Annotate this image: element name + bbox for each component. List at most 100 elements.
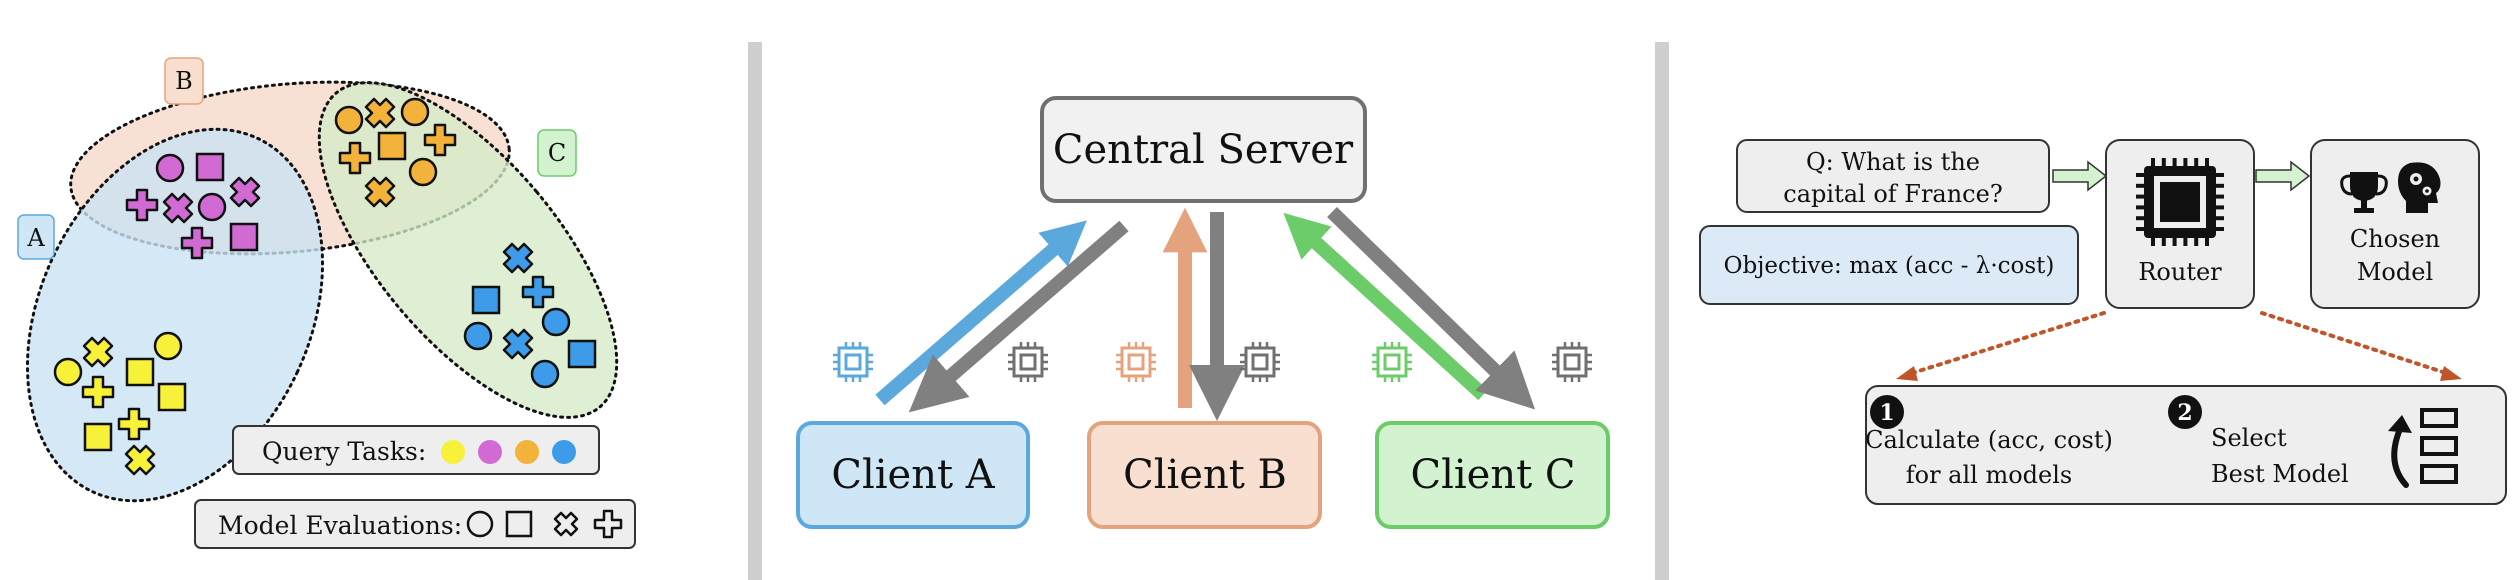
svg-text:Objective: max (acc - λ·cost): Objective: max (acc - λ·cost) bbox=[1724, 253, 2055, 279]
circle-shape-icon bbox=[466, 510, 494, 538]
step1-badge bbox=[1870, 395, 1904, 429]
svg-text:Calculate (acc, cost): Calculate (acc, cost) bbox=[1865, 426, 2113, 454]
task-color-yellow bbox=[441, 440, 465, 464]
plus-data-point bbox=[117, 407, 151, 441]
cross-data-point bbox=[124, 444, 156, 476]
square-data-point bbox=[471, 285, 501, 315]
circle-data-point bbox=[197, 192, 227, 222]
data-points bbox=[53, 97, 597, 476]
svg-text:Model: Model bbox=[2357, 258, 2433, 286]
chip-icon bbox=[1116, 342, 1156, 382]
plus-data-point bbox=[521, 275, 555, 309]
square-data-point bbox=[125, 357, 155, 387]
task-color-blue bbox=[552, 440, 576, 464]
square-data-point bbox=[157, 382, 187, 412]
circle-data-point bbox=[530, 359, 560, 389]
cross-shape-icon bbox=[553, 511, 579, 537]
panel-divider-left bbox=[748, 42, 762, 580]
download-arrow-client-a bbox=[908, 220, 1129, 413]
svg-text:Query Tasks:: Query Tasks: bbox=[262, 437, 426, 466]
federated-panel: Central Server Client A Client B Client … bbox=[796, 96, 1610, 529]
plus-data-point bbox=[81, 375, 115, 409]
download-arrow-client-c bbox=[1327, 206, 1536, 410]
svg-text:capital of France?: capital of France? bbox=[1783, 180, 2002, 208]
steps-box: 1 Calculate (acc, cost) for all models 2… bbox=[1865, 385, 2507, 505]
objective-box: Objective: max (acc - λ·cost) bbox=[1699, 225, 2079, 305]
square-data-point bbox=[567, 339, 597, 369]
svg-text:Router: Router bbox=[2138, 258, 2222, 286]
router-to-step1-arrow bbox=[1904, 311, 2106, 377]
legend-query-tasks: Query Tasks: bbox=[232, 425, 600, 475]
svg-text:Client A: Client A bbox=[831, 452, 995, 498]
router-to-step2-arrow bbox=[2260, 311, 2454, 377]
cross-data-point bbox=[82, 336, 114, 368]
square-shape-icon bbox=[505, 510, 533, 538]
svg-text:for all models: for all models bbox=[1906, 461, 2073, 489]
cluster-panel: A B C Query Tasks: Model Evaluations: bbox=[17, 57, 636, 549]
question-to-router-arrow bbox=[2052, 160, 2108, 192]
svg-text:Chosen: Chosen bbox=[2350, 225, 2440, 253]
step2-badge bbox=[2168, 395, 2202, 429]
circle-data-point bbox=[334, 105, 364, 135]
circle-data-point bbox=[53, 357, 83, 387]
trophy-icon bbox=[2340, 172, 2388, 213]
plus-data-point bbox=[423, 123, 457, 157]
square-data-point bbox=[377, 131, 407, 161]
client-c-box: Client C bbox=[1375, 421, 1610, 529]
router-to-model-arrow bbox=[2255, 160, 2311, 192]
svg-text:Best Model: Best Model bbox=[2211, 460, 2349, 488]
plus-data-point bbox=[180, 226, 214, 260]
client-a-box: Client A bbox=[796, 421, 1030, 529]
chip-icon bbox=[1552, 342, 1592, 382]
circle-data-point bbox=[463, 321, 493, 351]
svg-text:C: C bbox=[548, 139, 566, 167]
chip-icon bbox=[1240, 342, 1280, 382]
svg-text:Central Server: Central Server bbox=[1053, 127, 1354, 173]
model-chips bbox=[833, 342, 1592, 382]
plus-shape-icon bbox=[593, 509, 623, 539]
cluster-label-a: A bbox=[17, 214, 55, 260]
task-color-orange bbox=[515, 440, 539, 464]
svg-text:Client B: Client B bbox=[1123, 452, 1287, 498]
svg-text:Q: What is the: Q: What is the bbox=[1806, 148, 1980, 176]
svg-text:1: 1 bbox=[1879, 400, 1894, 426]
circle-data-point bbox=[541, 307, 571, 337]
circle-data-point bbox=[155, 153, 185, 183]
cluster-label-b: B bbox=[164, 57, 204, 105]
svg-text:Client C: Client C bbox=[1410, 452, 1575, 498]
circle-data-point bbox=[408, 157, 438, 187]
svg-text:B: B bbox=[175, 67, 193, 95]
cross-data-point bbox=[364, 97, 396, 129]
router-to-step1-arrowhead bbox=[1896, 366, 1918, 381]
plus-data-point bbox=[125, 188, 159, 222]
cluster-label-c: C bbox=[537, 129, 577, 177]
chip-icon bbox=[1372, 342, 1412, 382]
task-color-purple bbox=[478, 440, 502, 464]
chosen-model-box: Chosen Model bbox=[2310, 139, 2480, 309]
chip-icon bbox=[833, 342, 873, 382]
cluster-c-region bbox=[317, 81, 619, 419]
select-best-icon bbox=[2388, 408, 2458, 488]
cross-data-point bbox=[229, 176, 261, 208]
svg-text:Model Evaluations:: Model Evaluations: bbox=[218, 511, 462, 540]
plus-data-point bbox=[338, 141, 372, 175]
svg-text:A: A bbox=[26, 224, 45, 252]
circle-data-point bbox=[400, 97, 430, 127]
legend-model-evaluations: Model Evaluations: bbox=[194, 499, 636, 549]
cross-data-point bbox=[502, 328, 534, 360]
square-data-point bbox=[195, 152, 225, 182]
question-box: Q: What is the capital of France? bbox=[1736, 139, 2050, 213]
router-to-step2-arrowhead bbox=[2440, 366, 2462, 381]
svg-text:Select: Select bbox=[2211, 424, 2287, 452]
upload-arrow-client-c bbox=[1283, 212, 1488, 401]
cross-data-point bbox=[364, 176, 396, 208]
chip-icon bbox=[1008, 342, 1048, 382]
router-panel: Q: What is the capital of France? Object… bbox=[1699, 139, 2507, 505]
cross-data-point bbox=[502, 242, 534, 274]
central-server: Central Server bbox=[1040, 96, 1367, 203]
square-data-point bbox=[83, 422, 113, 452]
client-b-box: Client B bbox=[1087, 421, 1322, 529]
panel-divider-right bbox=[1655, 42, 1669, 580]
circle-data-point bbox=[153, 331, 183, 361]
